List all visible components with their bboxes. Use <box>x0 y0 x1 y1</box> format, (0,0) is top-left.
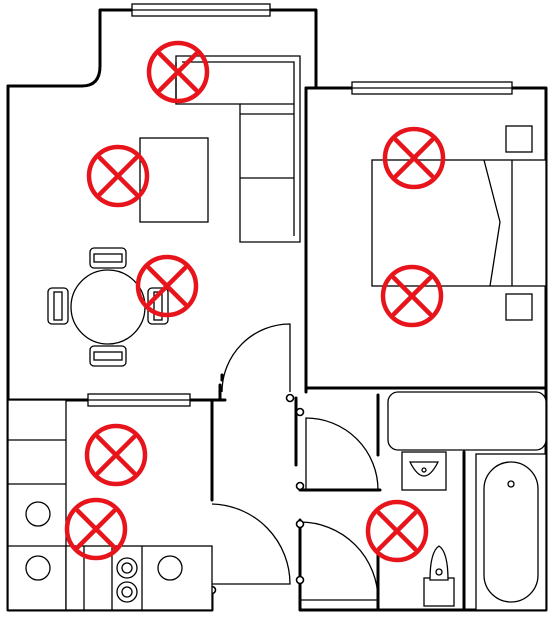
red-circle-x-icon <box>64 497 128 561</box>
door-bedroom <box>305 417 379 491</box>
red-circle-x-icon <box>382 126 446 190</box>
door-living <box>221 323 291 393</box>
marker-bedroom-bottom[interactable] <box>380 264 444 328</box>
marker-cross-line <box>75 508 117 550</box>
red-circle-x-icon <box>86 144 150 208</box>
marker-cross-line <box>376 510 418 552</box>
marker-kitchen-stove[interactable] <box>64 497 128 561</box>
toilet <box>423 545 455 607</box>
tv-stand <box>139 137 209 223</box>
red-circle-x-icon <box>84 423 148 487</box>
dining-set <box>47 247 169 367</box>
marker-cross-line <box>146 265 188 307</box>
marker-bedroom-top[interactable] <box>382 126 446 190</box>
marker-cross-line <box>393 137 435 179</box>
stove <box>116 557 138 603</box>
marker-dining[interactable] <box>135 254 199 318</box>
door-kitchen <box>211 503 291 585</box>
red-circle-x-icon <box>135 254 199 318</box>
bed <box>371 159 547 287</box>
red-circle-x-icon <box>146 40 210 104</box>
marker-kitchen[interactable] <box>84 423 148 487</box>
sink <box>401 451 447 491</box>
kitchen-counter <box>7 399 213 611</box>
nightstand-top <box>505 125 533 153</box>
marker-cross-line <box>157 51 199 93</box>
marker-living-room-top[interactable] <box>146 40 210 104</box>
bathroom-counter <box>387 391 547 451</box>
markers <box>64 40 446 563</box>
red-circle-x-icon <box>365 499 429 563</box>
marker-cross-line <box>95 434 137 476</box>
marker-living-room-tv[interactable] <box>86 144 150 208</box>
doors <box>207 323 379 601</box>
red-circle-x-icon <box>380 264 444 328</box>
windows <box>87 3 513 407</box>
nightstand-bottom <box>505 293 533 321</box>
door-hallway <box>299 521 379 601</box>
bathtub <box>475 453 547 611</box>
marker-hallway[interactable] <box>365 499 429 563</box>
kitchen-sink <box>157 555 183 581</box>
marker-cross-line <box>97 155 139 197</box>
marker-cross-line <box>391 275 433 317</box>
